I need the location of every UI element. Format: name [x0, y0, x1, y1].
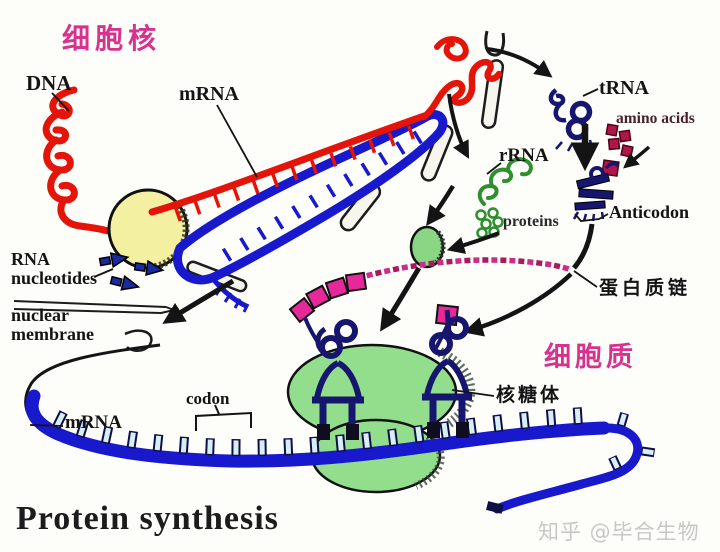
trna-pointer — [582, 88, 599, 97]
codon-pointer — [214, 404, 220, 415]
trna-descent-line — [572, 223, 595, 270]
membrane-segment — [420, 124, 454, 182]
arrow-proteins-to-subunit — [446, 231, 500, 254]
cytoplasm-label: 细胞质 — [544, 342, 637, 373]
proteins-label: proteins — [503, 213, 559, 230]
ribosomal-subunit — [409, 225, 446, 269]
nuclear-membrane-label: nuclear membrane — [11, 306, 94, 344]
rna-nucleotides-pointer — [93, 268, 114, 278]
dna-pointer — [51, 92, 70, 112]
membrane-pore-hook — [124, 329, 153, 352]
rna-nucleotides-line1: RNA — [11, 249, 50, 269]
arrow-mrna-to-pore — [162, 278, 235, 324]
nucleus-label: 细胞核 — [62, 22, 162, 55]
nuclear-membrane-line1: nuclear — [11, 305, 69, 325]
ribosome-pointer — [451, 389, 495, 397]
diagram-title: Protein synthesis — [16, 500, 279, 537]
amino-acids-squares — [605, 123, 634, 158]
mrna-top-label: mRNA — [179, 83, 239, 105]
arrow-amino-to-trna — [623, 145, 651, 169]
mrna-loop — [173, 110, 448, 285]
codon-label: codon — [186, 389, 230, 408]
anticodon-label: Anticodon — [609, 202, 690, 222]
dna-label: DNA — [26, 71, 72, 95]
flow-arrows — [162, 47, 651, 337]
mrna-end-tip — [486, 501, 504, 514]
arrow-nucleus-to-rrna — [447, 93, 470, 159]
amino-acids-label: amino acids — [616, 110, 695, 127]
arrow-chain-to-ribosome — [463, 272, 573, 337]
ribosome-label: 核糖体 — [496, 384, 563, 406]
codon-bracket — [195, 411, 252, 431]
anticodon-pointer — [574, 213, 609, 222]
trna-label: tRNA — [599, 77, 649, 99]
mrna-strand-bottom — [25, 389, 656, 514]
protein-chain-pointer — [573, 270, 598, 288]
dna-helix — [42, 86, 120, 237]
label-pointers — [29, 88, 609, 431]
codon-teeth — [52, 407, 656, 471]
trna-molecule — [548, 88, 594, 152]
arrow-rrna-to-subunit — [426, 184, 455, 227]
arrow-subunit-to-ribosome — [380, 266, 422, 332]
nuclear-membrane-line2: membrane — [11, 323, 94, 344]
trna-on-ribosome-right — [422, 309, 472, 438]
transcription-bubble — [148, 110, 448, 313]
trna-on-ribosome-left — [312, 319, 364, 440]
mrna-bottom-pointer — [29, 424, 64, 427]
trna-fringe — [555, 139, 594, 152]
rrna-pointer — [486, 162, 502, 175]
watermark: 知乎 @毕合生物 — [538, 520, 700, 544]
rrna-label: rRNA — [499, 145, 549, 166]
dna-template-strand — [148, 112, 428, 216]
dna-helix-right — [420, 36, 503, 121]
mrna-top-pointer — [216, 104, 258, 178]
membrane-pore-piece — [484, 30, 506, 57]
rna-nucleotides-line2: nucleotides — [11, 267, 98, 288]
chain-beads — [357, 257, 570, 281]
protein-chain-label: 蛋白质链 — [599, 277, 692, 299]
rna-nucleotides-label: RNA nucleotides — [11, 250, 97, 288]
rna-nucleotides-glyphs — [98, 252, 165, 291]
rrna-molecule — [477, 157, 533, 206]
arrow-nucleus-to-trna — [486, 47, 553, 78]
base-pair-teeth — [174, 125, 423, 262]
mrna-hairpin — [492, 423, 643, 514]
mrna-bottom-label: mRNA — [65, 412, 122, 433]
